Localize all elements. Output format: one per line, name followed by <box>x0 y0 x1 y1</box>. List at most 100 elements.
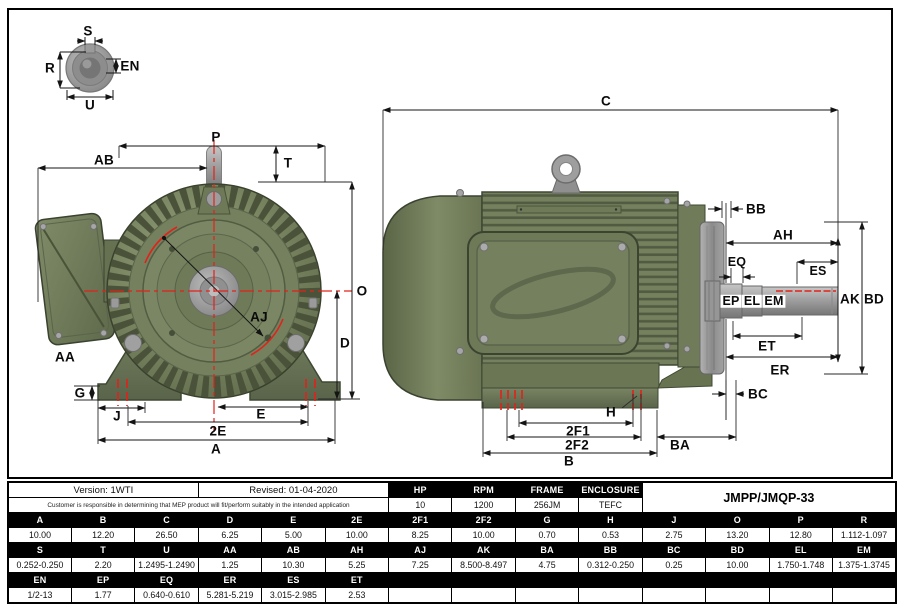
dim-header-cell: BD <box>705 542 770 558</box>
dim-value-cell: 12.20 <box>70 527 136 543</box>
spec-value-cell: TEFC <box>578 497 643 513</box>
dim-value-cell: 2.53 <box>324 587 390 604</box>
dim-header-cell: AA <box>197 542 263 558</box>
dim-header-cell: U <box>134 542 199 558</box>
dim-value-cell: 1.25 <box>197 557 263 573</box>
dim-header-cell: BA <box>514 542 580 558</box>
dim-value-cell: 0.640-0.610 <box>134 587 199 604</box>
dim-label-ba: BA <box>670 437 690 453</box>
dim-header-cell: G <box>514 512 580 528</box>
side-foot <box>481 387 659 409</box>
dim-label-bc: BC <box>748 386 768 402</box>
dim-label-bd: BD <box>864 291 884 307</box>
dim-value-blank <box>705 587 770 604</box>
front-dimensions <box>37 143 360 444</box>
spec-header-cell: FRAME <box>514 481 580 498</box>
dim-label-eq: EQ <box>727 254 747 269</box>
dim-header-cell: D <box>197 512 263 528</box>
spec-header-cell: ENCLOSURE <box>578 481 643 498</box>
dim-label-er: ER <box>770 362 790 378</box>
dim-label-es: ES <box>807 263 829 278</box>
dim-label-2e: 2E <box>209 423 227 439</box>
dim-value-cell: 1.77 <box>70 587 136 604</box>
dim-value-cell: 5.25 <box>324 557 390 573</box>
side-dimensions <box>382 107 868 457</box>
dim-label-b: B <box>564 453 574 469</box>
dim-header-cell: BB <box>578 542 643 558</box>
dim-value-cell: 0.252-0.250 <box>7 557 72 573</box>
spec-value-cell: 256JM <box>514 497 580 513</box>
dim-value-cell: 1/2-13 <box>7 587 72 604</box>
spec-header-cell: RPM <box>451 481 516 498</box>
dim-label-c: C <box>601 93 611 109</box>
dim-header-cell: AH <box>324 542 390 558</box>
technical-drawing <box>34 37 868 457</box>
dim-value-cell: 10.00 <box>451 527 516 543</box>
dim-label-a: A <box>211 441 221 457</box>
dim-header-cell: P <box>768 512 833 528</box>
side-motor-view <box>382 107 868 457</box>
dim-label-2f1: 2F1 <box>566 423 590 439</box>
keyway-notch <box>84 43 96 54</box>
dim-value-cell: 10.00 <box>324 527 390 543</box>
dim-value-cell: 26.50 <box>134 527 199 543</box>
dim-header-cell: T <box>70 542 136 558</box>
dim-label-g: G <box>74 385 86 401</box>
dim-header-cell: E <box>261 512 326 528</box>
dim-label-e: E <box>256 406 266 422</box>
dim-header-cell: 2F2 <box>451 512 516 528</box>
bolt-hole-marks <box>117 379 316 406</box>
dim-value-blank <box>451 587 516 604</box>
spec-header-cell: HP <box>388 481 453 498</box>
dim-header-cell: ET <box>324 572 390 588</box>
dim-value-cell: 10.30 <box>261 557 326 573</box>
dim-label-ep: EP <box>720 293 742 308</box>
dim-value-cell: 5.00 <box>261 527 326 543</box>
dim-value-cell: 2.75 <box>641 527 707 543</box>
dim-label-h: H <box>606 404 616 420</box>
dim-value-cell: 12.80 <box>768 527 833 543</box>
dim-header-cell: EP <box>70 572 136 588</box>
dim-label-ak: AK <box>840 291 860 307</box>
dim-value-cell: 7.25 <box>388 557 453 573</box>
dim-value-cell: 2.20 <box>70 557 136 573</box>
dim-header-cell: O <box>705 512 770 528</box>
dim-header-cell: AJ <box>388 542 453 558</box>
dim-label-bb: BB <box>746 201 766 217</box>
aj-diameter-arrow <box>163 237 264 337</box>
dim-header-cell: EQ <box>134 572 199 588</box>
dim-header-cell: A <box>7 512 72 528</box>
dim-value-cell: 10.00 <box>7 527 72 543</box>
model-cell: JMPP/JMQP-33 <box>641 481 897 513</box>
dim-value-cell: 13.20 <box>705 527 770 543</box>
dim-label-et: ET <box>758 338 776 354</box>
spec-value-cell: 1200 <box>451 497 516 513</box>
front-motor-view <box>34 140 360 444</box>
dim-header-cell: 2E <box>324 512 390 528</box>
dim-label-el: EL <box>741 293 763 308</box>
dim-label-2f2: 2F2 <box>565 437 589 453</box>
dim-label-em: EM <box>762 293 786 308</box>
dim-label-s: S <box>83 23 93 39</box>
dim-header-cell: H <box>578 512 643 528</box>
dim-value-cell: 1.112-1.097 <box>831 527 897 543</box>
dim-value-cell: 8.25 <box>388 527 453 543</box>
dim-value-cell: 4.75 <box>514 557 580 573</box>
dim-header-cell: R <box>831 512 897 528</box>
dim-header-cell: 2F1 <box>388 512 453 528</box>
dim-header-cell: B <box>70 512 136 528</box>
conduit-box <box>34 212 116 346</box>
dim-value-cell: 5.281-5.219 <box>197 587 263 604</box>
dim-value-blank <box>641 587 707 604</box>
dim-value-cell: 0.53 <box>578 527 643 543</box>
dim-value-cell: 6.25 <box>197 527 263 543</box>
dim-label-r: R <box>45 60 55 76</box>
dim-value-cell: 0.312-0.250 <box>578 557 643 573</box>
dim-value-blank <box>768 587 833 604</box>
dim-value-blank <box>514 587 580 604</box>
dim-label-u: U <box>85 97 95 113</box>
dim-label-aj: AJ <box>250 309 268 325</box>
drawing-frame <box>7 8 893 479</box>
dim-value-blank <box>831 587 897 604</box>
